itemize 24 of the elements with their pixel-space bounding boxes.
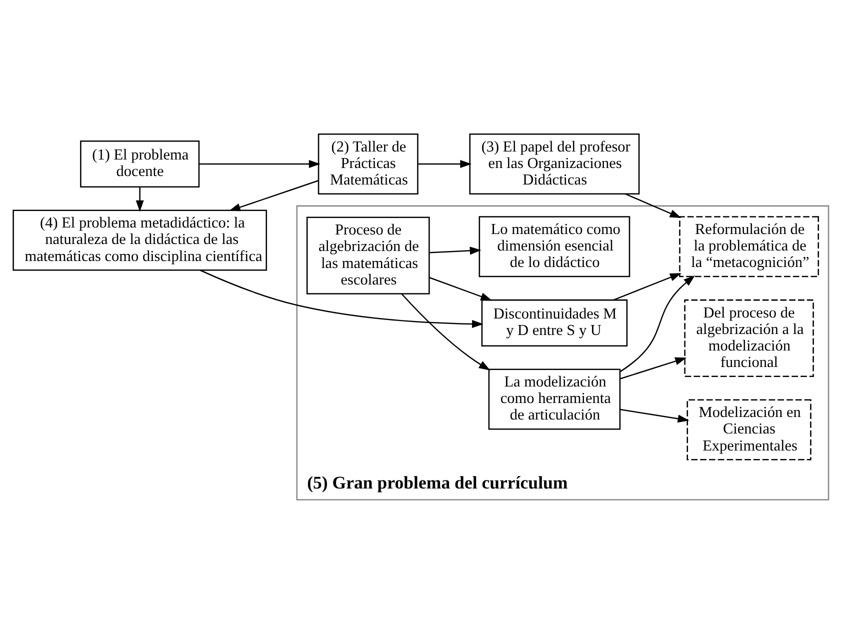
node-box: Discontinuidades M y D entre S y U (481, 299, 628, 346)
node-box: Proceso de algebrización de las matemáticas escolares (306, 216, 430, 294)
node-box: Modelización en Ciencias Experimentales (686, 399, 812, 460)
arrow (613, 272, 682, 301)
arrow (429, 277, 492, 301)
arrow (620, 275, 696, 372)
node-box: (3) El papel del profesor en las Organizaciones Didácticas (469, 133, 640, 194)
arrow (199, 160, 320, 168)
node-box: Lo matemático como dimensión esencial de lo didáctico (478, 216, 630, 278)
node-box: (2) Taller de Prácticas Matemáticas (318, 133, 418, 194)
arrow (228, 180, 319, 212)
node-box: (4) El problema metadidáctico: la naturaleza de la didáctica de las matemáticas como disciplina científica (12, 210, 268, 271)
arrow (620, 408, 690, 423)
arrow (401, 293, 490, 370)
arrow (418, 160, 472, 168)
arrow (620, 357, 687, 380)
node-box: La modelización como herramienta de articulación (488, 368, 621, 430)
arrow (625, 193, 682, 218)
arrow (136, 186, 144, 212)
node-box: Del proceso de algebrización a la modelización funcional (684, 299, 814, 377)
node-box: (1) El problema docente (80, 140, 200, 188)
node-box: Reformulación de la problemática de la “metacognición” (679, 216, 819, 278)
arrow (430, 246, 482, 255)
arrow (200, 270, 484, 328)
